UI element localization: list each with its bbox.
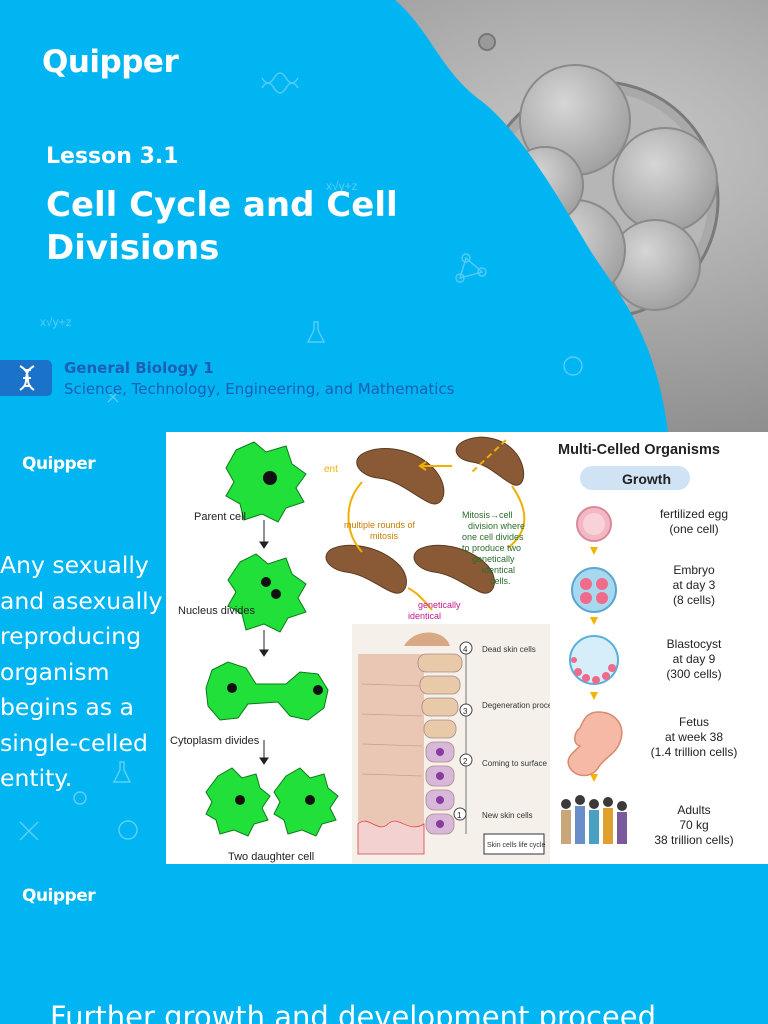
label-degeneration: Degeneration process bbox=[482, 701, 550, 710]
growth-infographic: Multi-Celled Organisms Growth bbox=[550, 432, 768, 864]
label-mitosis-def-3: one cell divides bbox=[462, 532, 524, 542]
stage-4-line-3: (1.4 trillion cells) bbox=[651, 745, 738, 759]
planaria-bottom-right bbox=[413, 544, 495, 594]
skin-cell-cycle-diagram: 4 3 2 1 Dead skin cells Degeneration pro… bbox=[352, 624, 550, 864]
stage-3-line-3: (300 cells) bbox=[666, 667, 721, 681]
stage-5-line-3: 38 trillion cells) bbox=[654, 833, 733, 847]
body-text: Any sexually and asexually reproducing o… bbox=[0, 548, 180, 797]
stage-5-line-2: 70 kg bbox=[679, 818, 708, 832]
label-parent-cell: Parent cell bbox=[194, 511, 246, 523]
stage-2-line-2: at day 3 bbox=[673, 578, 716, 592]
planaria-top-left bbox=[356, 447, 445, 505]
subject-strand: Science, Technology, Engineering, and Ma… bbox=[64, 380, 455, 398]
planaria-top-right bbox=[455, 436, 525, 486]
planaria-regeneration-diagram: ent multiple rounds of mitosis Mitosis→c… bbox=[322, 432, 552, 624]
growth-heading: Growth bbox=[622, 471, 671, 487]
stage-4-line-1: Fetus bbox=[679, 715, 709, 729]
stage-2-line-1: Embryo bbox=[673, 563, 715, 577]
adults-icon bbox=[561, 795, 627, 844]
label-surface: Coming to surface bbox=[482, 759, 547, 768]
growth-title: Multi-Celled Organisms bbox=[558, 442, 720, 458]
label-mitosis-word: mitosis bbox=[370, 531, 399, 541]
embryo-photo: x√y+z x√y+z bbox=[0, 0, 768, 432]
dna-icon bbox=[0, 360, 52, 396]
label-cut: ent bbox=[324, 464, 338, 475]
continuation-text: Further growth and development proceed bbox=[50, 1000, 657, 1024]
stage-4-line-2: at week 38 bbox=[665, 730, 723, 744]
label-genetically: genetically bbox=[418, 600, 461, 610]
title-slide: x√y+z x√y+z Quipper Lesson 3.1 Cell Cycl… bbox=[0, 0, 768, 432]
label-new-skin: New skin cells bbox=[482, 811, 533, 820]
continuation-slide: Quipper Further growth and development p… bbox=[0, 864, 768, 1024]
lesson-number: Lesson 3.1 bbox=[46, 144, 179, 169]
label-mitosis-def-1: Mitosis→cell bbox=[462, 510, 513, 520]
body-text-content: Any sexually and asexually reproducing o… bbox=[0, 551, 163, 792]
label-identical: identical bbox=[408, 611, 441, 621]
stage-5-line-1: Adults bbox=[677, 803, 710, 817]
step-3: 3 bbox=[463, 707, 468, 716]
step-4: 4 bbox=[463, 645, 468, 654]
quipper-logo: Quipper bbox=[22, 454, 96, 474]
stage-3-line-1: Blastocyst bbox=[667, 637, 722, 651]
label-mitosis-def-7: cells. bbox=[490, 576, 511, 586]
background-doodles bbox=[19, 761, 138, 841]
label-dead-skin: Dead skin cells bbox=[482, 645, 536, 654]
label-mitosis-def-5: genetically bbox=[472, 554, 515, 564]
nucleus-dividing-cell bbox=[227, 553, 307, 633]
label-multiple-rounds: multiple rounds of bbox=[344, 520, 416, 530]
label-skin-cycle: Skin cells life cycle bbox=[487, 842, 545, 849]
fetus-icon bbox=[567, 711, 623, 777]
stage-3-line-2: at day 9 bbox=[673, 652, 716, 666]
cytoplasm-dividing-cell bbox=[205, 661, 329, 721]
step-1: 1 bbox=[457, 811, 462, 820]
step-2: 2 bbox=[463, 757, 468, 766]
label-nucleus-divides: Nucleus divides bbox=[178, 605, 256, 617]
label-mitosis-def-6: identical bbox=[482, 565, 515, 575]
label-mitosis-def-2: division where bbox=[468, 521, 525, 531]
svg-text:x√y+z: x√y+z bbox=[326, 179, 358, 193]
embryo-icon bbox=[571, 567, 617, 613]
stage-2-line-3: (8 cells) bbox=[673, 593, 715, 607]
stage-1-line-1: fertilized egg bbox=[660, 507, 728, 521]
subject-name: General Biology 1 bbox=[64, 359, 214, 377]
quipper-logo: Quipper bbox=[42, 44, 179, 80]
lesson-title: Cell Cycle and Cell Divisions bbox=[46, 185, 398, 268]
stage-1-line-2: (one cell) bbox=[669, 522, 718, 536]
mitosis-diagram: Parent cell Nucleus divides Cytoplasm di… bbox=[166, 432, 352, 864]
label-daughter-cells: Two daughter cell bbox=[228, 851, 314, 863]
svg-text:x√y+z: x√y+z bbox=[40, 315, 72, 329]
planaria-bottom-left bbox=[325, 544, 407, 594]
label-cytoplasm-divides: Cytoplasm divides bbox=[170, 735, 260, 747]
content-slide: Quipper Any sexually and asexually repro… bbox=[0, 432, 768, 864]
label-mitosis-def-4: to produce two bbox=[462, 543, 521, 553]
quipper-logo: Quipper bbox=[22, 886, 96, 906]
